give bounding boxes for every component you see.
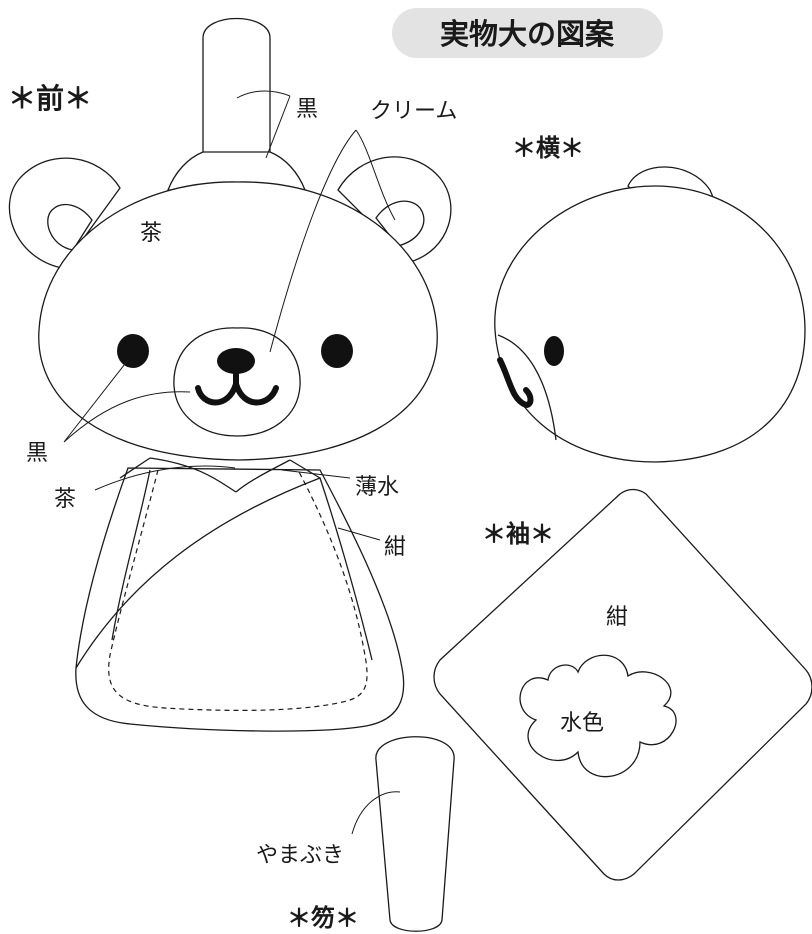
kimono-body [75, 467, 405, 732]
side-view [494, 166, 806, 463]
leader-collar-brown [94, 465, 236, 491]
left-eye [117, 334, 149, 368]
robe-front-fold [111, 469, 151, 641]
section-front-label: ＊前＊ [8, 82, 92, 115]
nose [217, 348, 255, 374]
title-badge: 実物大の図案 [392, 8, 663, 58]
leader-cream [269, 129, 396, 353]
hat-front [202, 18, 271, 161]
label-yamabuki: やまぶき [256, 843, 344, 868]
robe-overlap [75, 477, 373, 669]
leader-navy [337, 527, 381, 541]
title-badge-background [392, 8, 663, 58]
label-head-brown: 茶 [140, 221, 162, 246]
label-light-blue: 薄水 [355, 475, 399, 500]
section-side-label: ＊横＊ [512, 134, 584, 162]
collar-left-line [119, 457, 237, 493]
side-mouth [497, 357, 534, 409]
right-eye [321, 334, 353, 368]
labels: ＊前＊ ＊横＊ ＊袖＊ ＊笏＊ 黒 クリーム 茶 黒 茶 薄水 紺 紺 水色 や… [8, 82, 628, 932]
leader-eyes-black [63, 359, 191, 443]
flower [519, 654, 677, 778]
shaku-piece [375, 736, 455, 932]
section-shaku-label: ＊笏＊ [287, 904, 359, 932]
sleeve-view [433, 488, 812, 881]
label-eyes-black: 黒 [26, 441, 48, 466]
left-inner-ear [47, 203, 93, 251]
label-cream: クリーム [370, 99, 457, 124]
leader-light-blue [281, 469, 351, 479]
front-view [8, 18, 452, 732]
leader-hat-black [236, 90, 291, 159]
label-flower: 水色 [560, 711, 604, 736]
mouth [195, 363, 279, 406]
section-sleeve-label: ＊袖＊ [482, 520, 554, 548]
label-hat-black: 黒 [296, 97, 318, 122]
title-badge-text: 実物大の図案 [440, 17, 615, 51]
side-head [494, 185, 806, 463]
bear-head [38, 181, 438, 461]
collar-right-line [235, 459, 321, 493]
stitch-line [108, 469, 368, 711]
label-navy: 紺 [384, 535, 406, 560]
hat-base-front [167, 151, 306, 191]
leader-yamabuki [351, 791, 401, 835]
label-collar-brown: 茶 [54, 487, 76, 512]
right-inner-ear [375, 200, 425, 247]
leader-lines [63, 90, 401, 835]
label-sleeve-navy: 紺 [606, 605, 628, 630]
side-muzzle-edge [497, 334, 557, 441]
shaku-view [375, 736, 455, 932]
side-eye [544, 336, 564, 366]
